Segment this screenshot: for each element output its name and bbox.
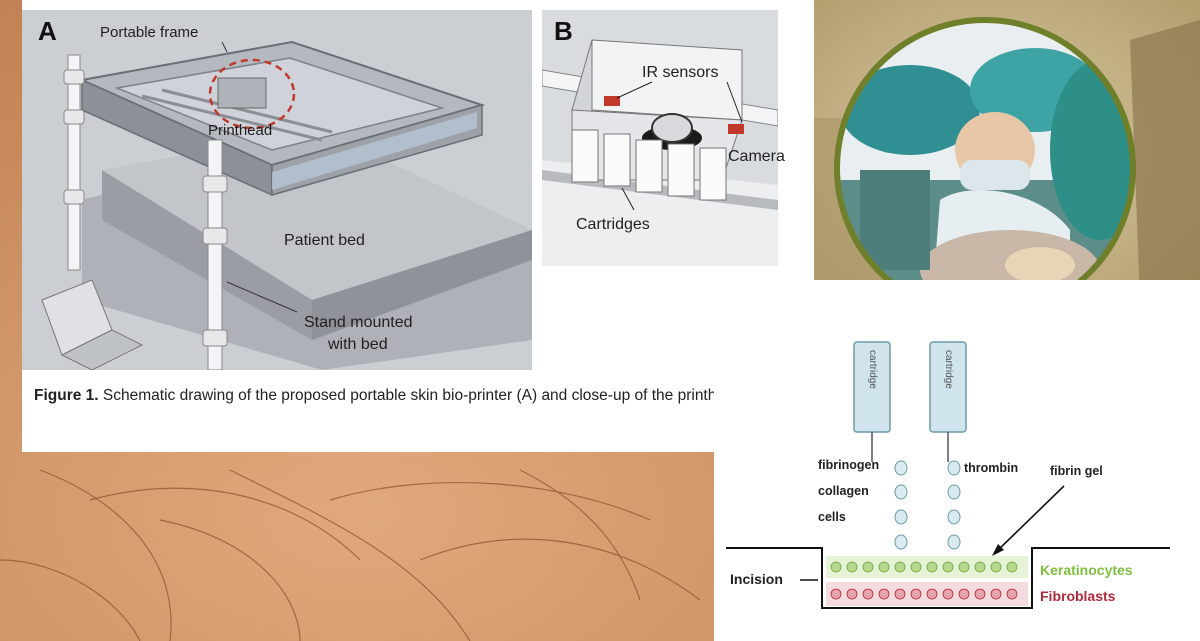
label-portable-frame: Portable frame [100,24,199,41]
label-keratinocytes: Keratinocytes [1040,562,1133,578]
cartridge-right-label: cartridge [943,350,954,389]
label-thrombin: thrombin [964,461,1019,475]
label-printhead: Printhead [208,122,273,139]
label-collagen: collagen [818,484,869,498]
label-fibrin-gel: fibrin gel [1050,464,1103,478]
label-camera: Camera [728,148,785,165]
panel-b-letter: B [554,16,573,46]
surgery-photo [800,0,1200,300]
label-cells: cells [818,510,846,524]
bioprinting-layer-diagram: cartridge cartridge fibrinogen collagen … [714,280,1200,641]
label-fibrinogen: fibrinogen [818,458,880,472]
label-incision: Incision [730,571,783,587]
label-stand-line1: Stand mounted [304,314,413,331]
label-stand-line2: with bed [328,336,388,353]
printhead-closeup-b [542,10,778,266]
cartridge-left-label: cartridge [867,350,878,389]
caption-text: Schematic drawing of the proposed portab… [98,387,772,404]
bioprinter-schematic-a [22,10,532,370]
figure-caption: Figure 1. Schematic drawing of the propo… [34,386,794,406]
label-ir-sensors: IR sensors [642,64,719,81]
panel-a-letter: A [38,16,57,46]
caption-bold: Figure 1. [34,387,99,404]
label-patient-bed: Patient bed [284,232,365,249]
figure-1-panel: A Portable frame Printhead Patient bed S… [22,0,814,452]
surgery-photo-art [800,0,1200,300]
label-cartridges: Cartridges [576,216,650,233]
layer-diagram-art [726,341,1170,609]
label-fibroblasts: Fibroblasts [1040,588,1116,604]
